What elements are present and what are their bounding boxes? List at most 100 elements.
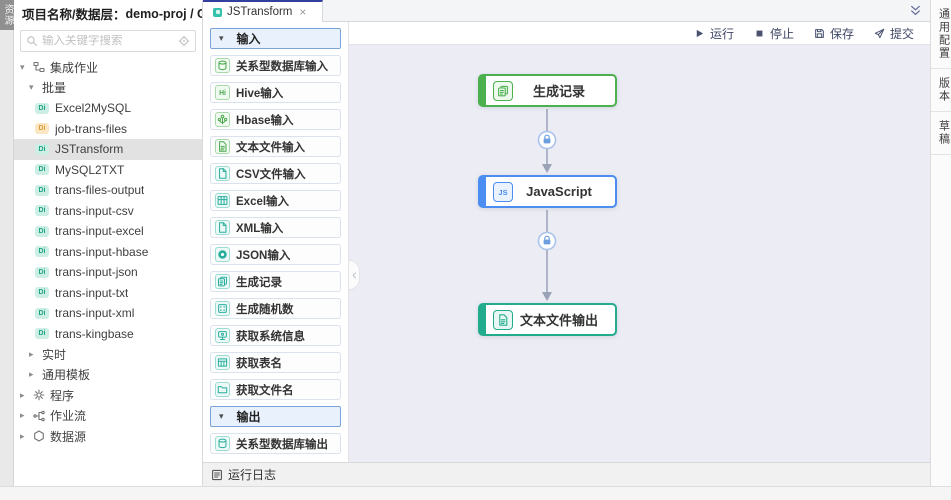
right-rail: 通用配置版本草稿 [930, 0, 951, 486]
tree-item-label: trans-input-excel [55, 224, 144, 239]
job-type-badge: Di [35, 184, 49, 196]
tree-item-JSTransform[interactable]: Di JSTransform [14, 139, 202, 160]
tree-item-批量[interactable]: ▾批量 [14, 78, 202, 99]
file-icon [215, 166, 230, 181]
caret-right-icon[interactable]: ▸ [20, 430, 25, 441]
tree-item-label: Excel2MySQL [55, 101, 132, 116]
job-type-badge: Di [35, 307, 49, 319]
hi-icon: Hi [215, 85, 230, 100]
close-icon[interactable]: × [299, 5, 307, 19]
palette-step-文本文件输入[interactable]: 文本文件输入 [210, 136, 341, 157]
tree-item-trans-input-excel[interactable]: Di trans-input-excel [14, 221, 202, 242]
palette-section-输入[interactable]: ▾输入 [210, 28, 341, 49]
caret-down-icon[interactable]: ▾ [29, 82, 34, 93]
node-label: 生成记录 [532, 84, 585, 99]
project-header-label: 项目名称/数据层： [22, 8, 126, 22]
palette-step-JSON输入[interactable]: JSON输入 [210, 244, 341, 265]
rail-tab-草稿[interactable]: 草稿 [930, 112, 951, 155]
job-type-badge: Di [35, 225, 49, 237]
palette-step-label: Hive输入 [236, 87, 284, 100]
search-input[interactable] [42, 35, 174, 47]
palette-step-label: 获取系统信息 [236, 330, 305, 343]
caret-right-icon[interactable]: ▸ [29, 369, 34, 380]
caret-right-icon[interactable]: ▸ [29, 348, 34, 359]
tree-icon [33, 61, 45, 73]
flow-icon [33, 410, 45, 422]
caret-down-icon: ▾ [219, 411, 224, 421]
node-color-bar [480, 76, 486, 105]
palette-step-label: Excel输入 [236, 195, 290, 208]
stop-button[interactable]: 停止 [754, 25, 794, 42]
project-header-value: demo-proj / ODS [125, 6, 202, 21]
palette-step-获取表名[interactable]: 获取表名 [210, 352, 341, 373]
palette-step-CSV文件输入[interactable]: CSV文件输入 [210, 163, 341, 184]
palette-step-Hbase输入[interactable]: Hbase输入 [210, 109, 341, 130]
palette-step-关系型数据库输入[interactable]: 关系型数据库输入 [210, 55, 341, 76]
rail-tab-版本[interactable]: 版本 [930, 69, 951, 112]
collapse-toolbar-icon[interactable] [909, 4, 922, 17]
job-type-badge: Di [35, 123, 49, 135]
node-label: 文本文件输出 [519, 313, 598, 328]
flow-edges [537, 109, 557, 301]
json-icon [215, 247, 230, 262]
canvas-wrap: 运行 停止 保存 提交 [349, 22, 930, 462]
job-icon [213, 7, 222, 17]
palette-section-输出[interactable]: ▾输出 [210, 406, 341, 427]
run-button[interactable]: 运行 [694, 25, 734, 42]
palette-step-获取系统信息[interactable]: 获取系统信息 [210, 325, 341, 346]
tree-item-label: 通用模板 [42, 368, 91, 383]
chevron-left-icon [350, 271, 359, 280]
submit-icon [874, 28, 885, 39]
palette-step-Excel输入[interactable]: Excel输入 [210, 190, 341, 211]
caret-right-icon[interactable]: ▸ [20, 389, 25, 400]
rail-tab-resources[interactable]: 资源 [0, 0, 14, 30]
palette-step-关系型数据库输出[interactable]: 关系型数据库输出 [210, 433, 341, 454]
file-text-icon [215, 139, 230, 154]
save-button[interactable]: 保存 [814, 25, 854, 42]
locate-icon[interactable] [178, 35, 190, 47]
flow-node-文本文件输出[interactable]: 文本文件输出 [478, 303, 617, 336]
database-icon [215, 436, 230, 451]
tree-item-数据源[interactable]: ▸数据源 [14, 426, 202, 447]
tree-item-通用模板[interactable]: ▸ 通用模板 [14, 365, 202, 386]
caret-down-icon: ▾ [219, 33, 224, 43]
palette-step-XML输入[interactable]: XML输入 [210, 217, 341, 238]
job-type-badge: Di [35, 143, 49, 155]
tab-jstransform[interactable]: JSTransform × [203, 0, 323, 22]
tree-item-集成作业[interactable]: ▾ 集成作业 [14, 57, 202, 78]
tree-item-作业流[interactable]: ▸作业流 [14, 406, 202, 427]
palette-step-获取文件名[interactable]: 获取文件名 [210, 379, 341, 400]
tree-item-label: JSTransform [55, 142, 124, 157]
run-log-bar[interactable]: 运行日志 [203, 462, 930, 486]
job-type-badge: Di [35, 205, 49, 217]
node-label: JavaScript [526, 184, 592, 199]
caret-down-icon[interactable]: ▾ [20, 61, 25, 72]
submit-button[interactable]: 提交 [874, 25, 914, 42]
tab-label: JSTransform [227, 6, 293, 18]
caret-right-icon[interactable]: ▸ [20, 410, 25, 421]
tree-search[interactable] [20, 30, 196, 52]
tree-item-label: 集成作业 [50, 60, 99, 75]
flow-node-生成记录[interactable]: 生成记录 [478, 74, 617, 107]
palette-step-生成记录[interactable]: 生成记录 [210, 271, 341, 292]
resource-panel: 项目名称/数据层： demo-proj / ODS ▾集成作业▾批量DiExce… [14, 0, 203, 486]
palette-step-Hive输入[interactable]: Hi Hive输入 [210, 82, 341, 103]
tree-item-程序[interactable]: ▸程序 [14, 385, 202, 406]
palette-step-label: CSV文件输入 [236, 168, 306, 181]
rail-tab-通用配置[interactable]: 通用配置 [930, 0, 951, 69]
tree-item-实时[interactable]: ▸实时 [14, 344, 202, 365]
palette-step-生成随机数[interactable]: 生成随机数 [210, 298, 341, 319]
edge-hop-badge [537, 130, 557, 251]
